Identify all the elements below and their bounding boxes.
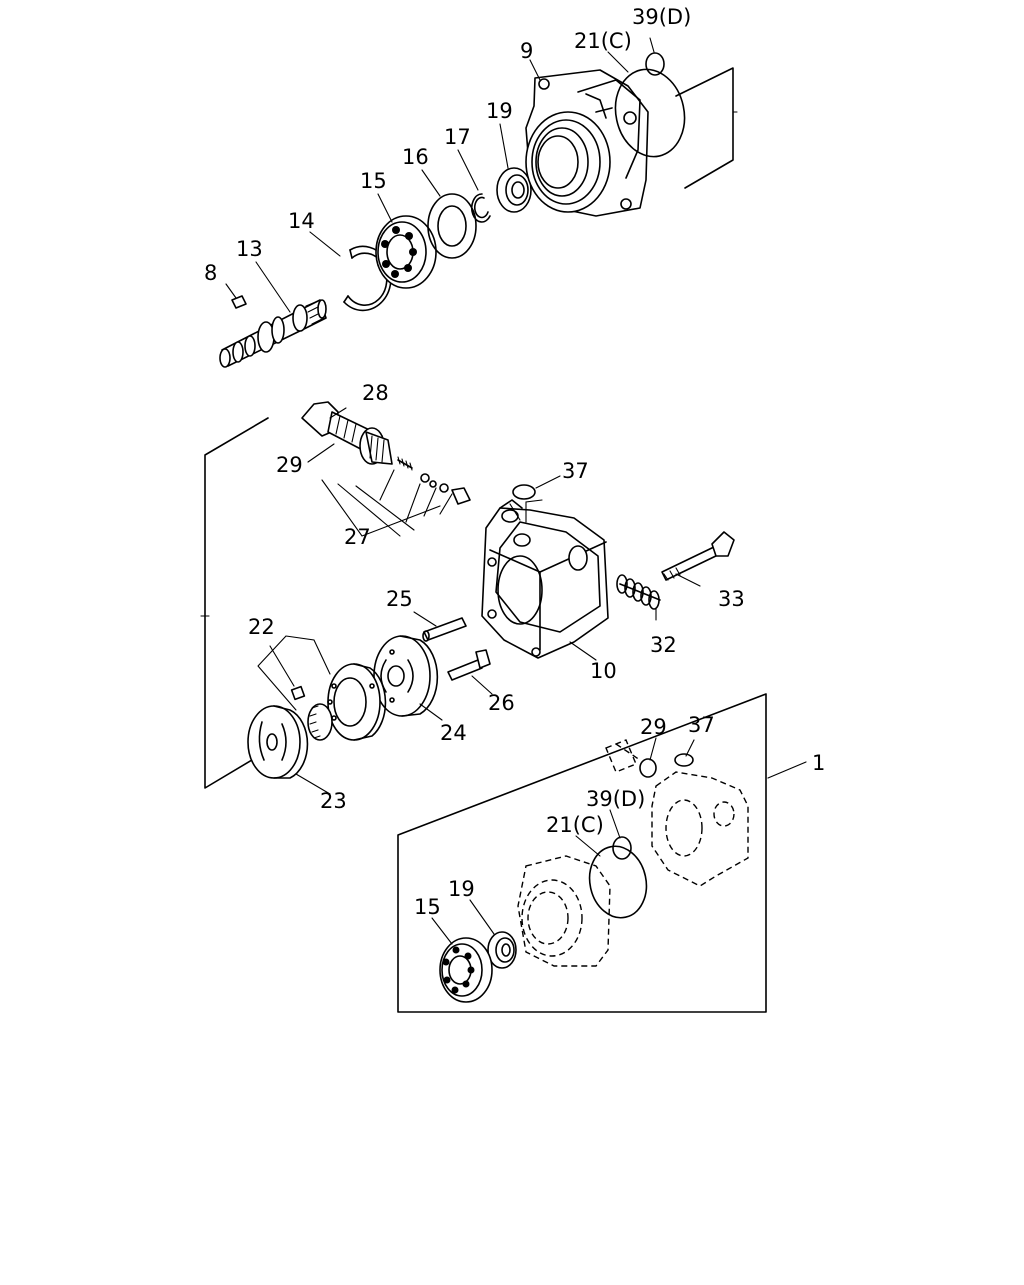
part-25-dowel-pin <box>422 617 467 642</box>
kit-o-ring-21 <box>588 845 648 919</box>
part-10-pump-body <box>481 499 609 659</box>
label-kit-part-29: 29 <box>640 715 667 739</box>
label-part-10: 10 <box>590 659 617 683</box>
label-part-1: 1 <box>812 751 825 775</box>
part-32-valve-spring <box>616 574 661 610</box>
part-27-relief-valve-set <box>397 456 471 505</box>
label-part-23: 23 <box>320 789 347 813</box>
part-13-drive-shaft <box>219 299 327 368</box>
label-part-25: 25 <box>386 587 413 611</box>
label-part-39: 39(D) <box>632 5 691 29</box>
kit-front-housing-phantom <box>517 855 611 967</box>
kit-bearing-15 <box>439 937 493 1003</box>
part-29-flow-control-valve <box>359 427 393 465</box>
part-17-circlip <box>471 193 491 223</box>
label-part-37: 37 <box>562 459 589 483</box>
part-22-cam-ring-rotor-set <box>290 663 387 741</box>
part-39-o-ring <box>645 52 665 76</box>
kit-o-ring-29 <box>639 758 657 778</box>
label-part-28: 28 <box>362 381 389 405</box>
part-9-front-housing <box>525 69 649 217</box>
kit-oil-seal-19 <box>487 931 517 969</box>
label-part-13: 13 <box>236 237 263 261</box>
label-part-24: 24 <box>440 721 467 745</box>
part-8-woodruff-key <box>231 295 247 309</box>
label-part-16: 16 <box>402 145 429 169</box>
upper-assembly-frame <box>675 67 738 189</box>
label-part-19: 19 <box>486 99 513 123</box>
label-part-17: 17 <box>444 125 471 149</box>
label-part-14: 14 <box>288 209 315 233</box>
label-kit-part-19: 19 <box>448 877 475 901</box>
part-24-side-plate <box>373 635 439 717</box>
kit-o-ring-39 <box>612 836 632 860</box>
kit-pump-body-phantom <box>651 771 749 887</box>
part-15-ball-bearing <box>375 215 437 289</box>
leader-lines <box>225 37 807 945</box>
part-23-end-plate <box>247 705 309 779</box>
callout-labels: 1 8 9 10 13 14 15 16 17 19 21(C) 39(D) 2… <box>204 5 825 919</box>
part-37-o-ring <box>512 484 536 500</box>
label-kit-part-39: 39(D) <box>586 787 645 811</box>
label-part-26: 26 <box>488 691 515 715</box>
label-part-32: 32 <box>650 633 677 657</box>
part-21-o-ring <box>614 68 686 158</box>
label-part-9: 9 <box>520 39 533 63</box>
label-part-8: 8 <box>204 261 217 285</box>
middle-assembly-frame <box>200 417 269 789</box>
kit-o-ring-37 <box>674 753 694 767</box>
label-kit-part-21: 21(C) <box>546 813 604 837</box>
label-part-33: 33 <box>718 587 745 611</box>
part-26-bolt <box>447 649 491 681</box>
label-kit-part-37: 37 <box>688 713 715 737</box>
label-part-29: 29 <box>276 453 303 477</box>
label-part-15: 15 <box>360 169 387 193</box>
part-33-long-bolt <box>661 531 735 581</box>
label-part-27: 27 <box>344 525 371 549</box>
kit-flow-control-valve <box>605 739 641 773</box>
reservoir-kit-frame <box>397 693 767 1013</box>
label-part-22: 22 <box>248 615 275 639</box>
part-16-thrust-washer <box>427 193 477 259</box>
label-part-21: 21(C) <box>574 29 632 53</box>
label-kit-part-15: 15 <box>414 895 441 919</box>
part-19-oil-seal <box>496 167 532 213</box>
